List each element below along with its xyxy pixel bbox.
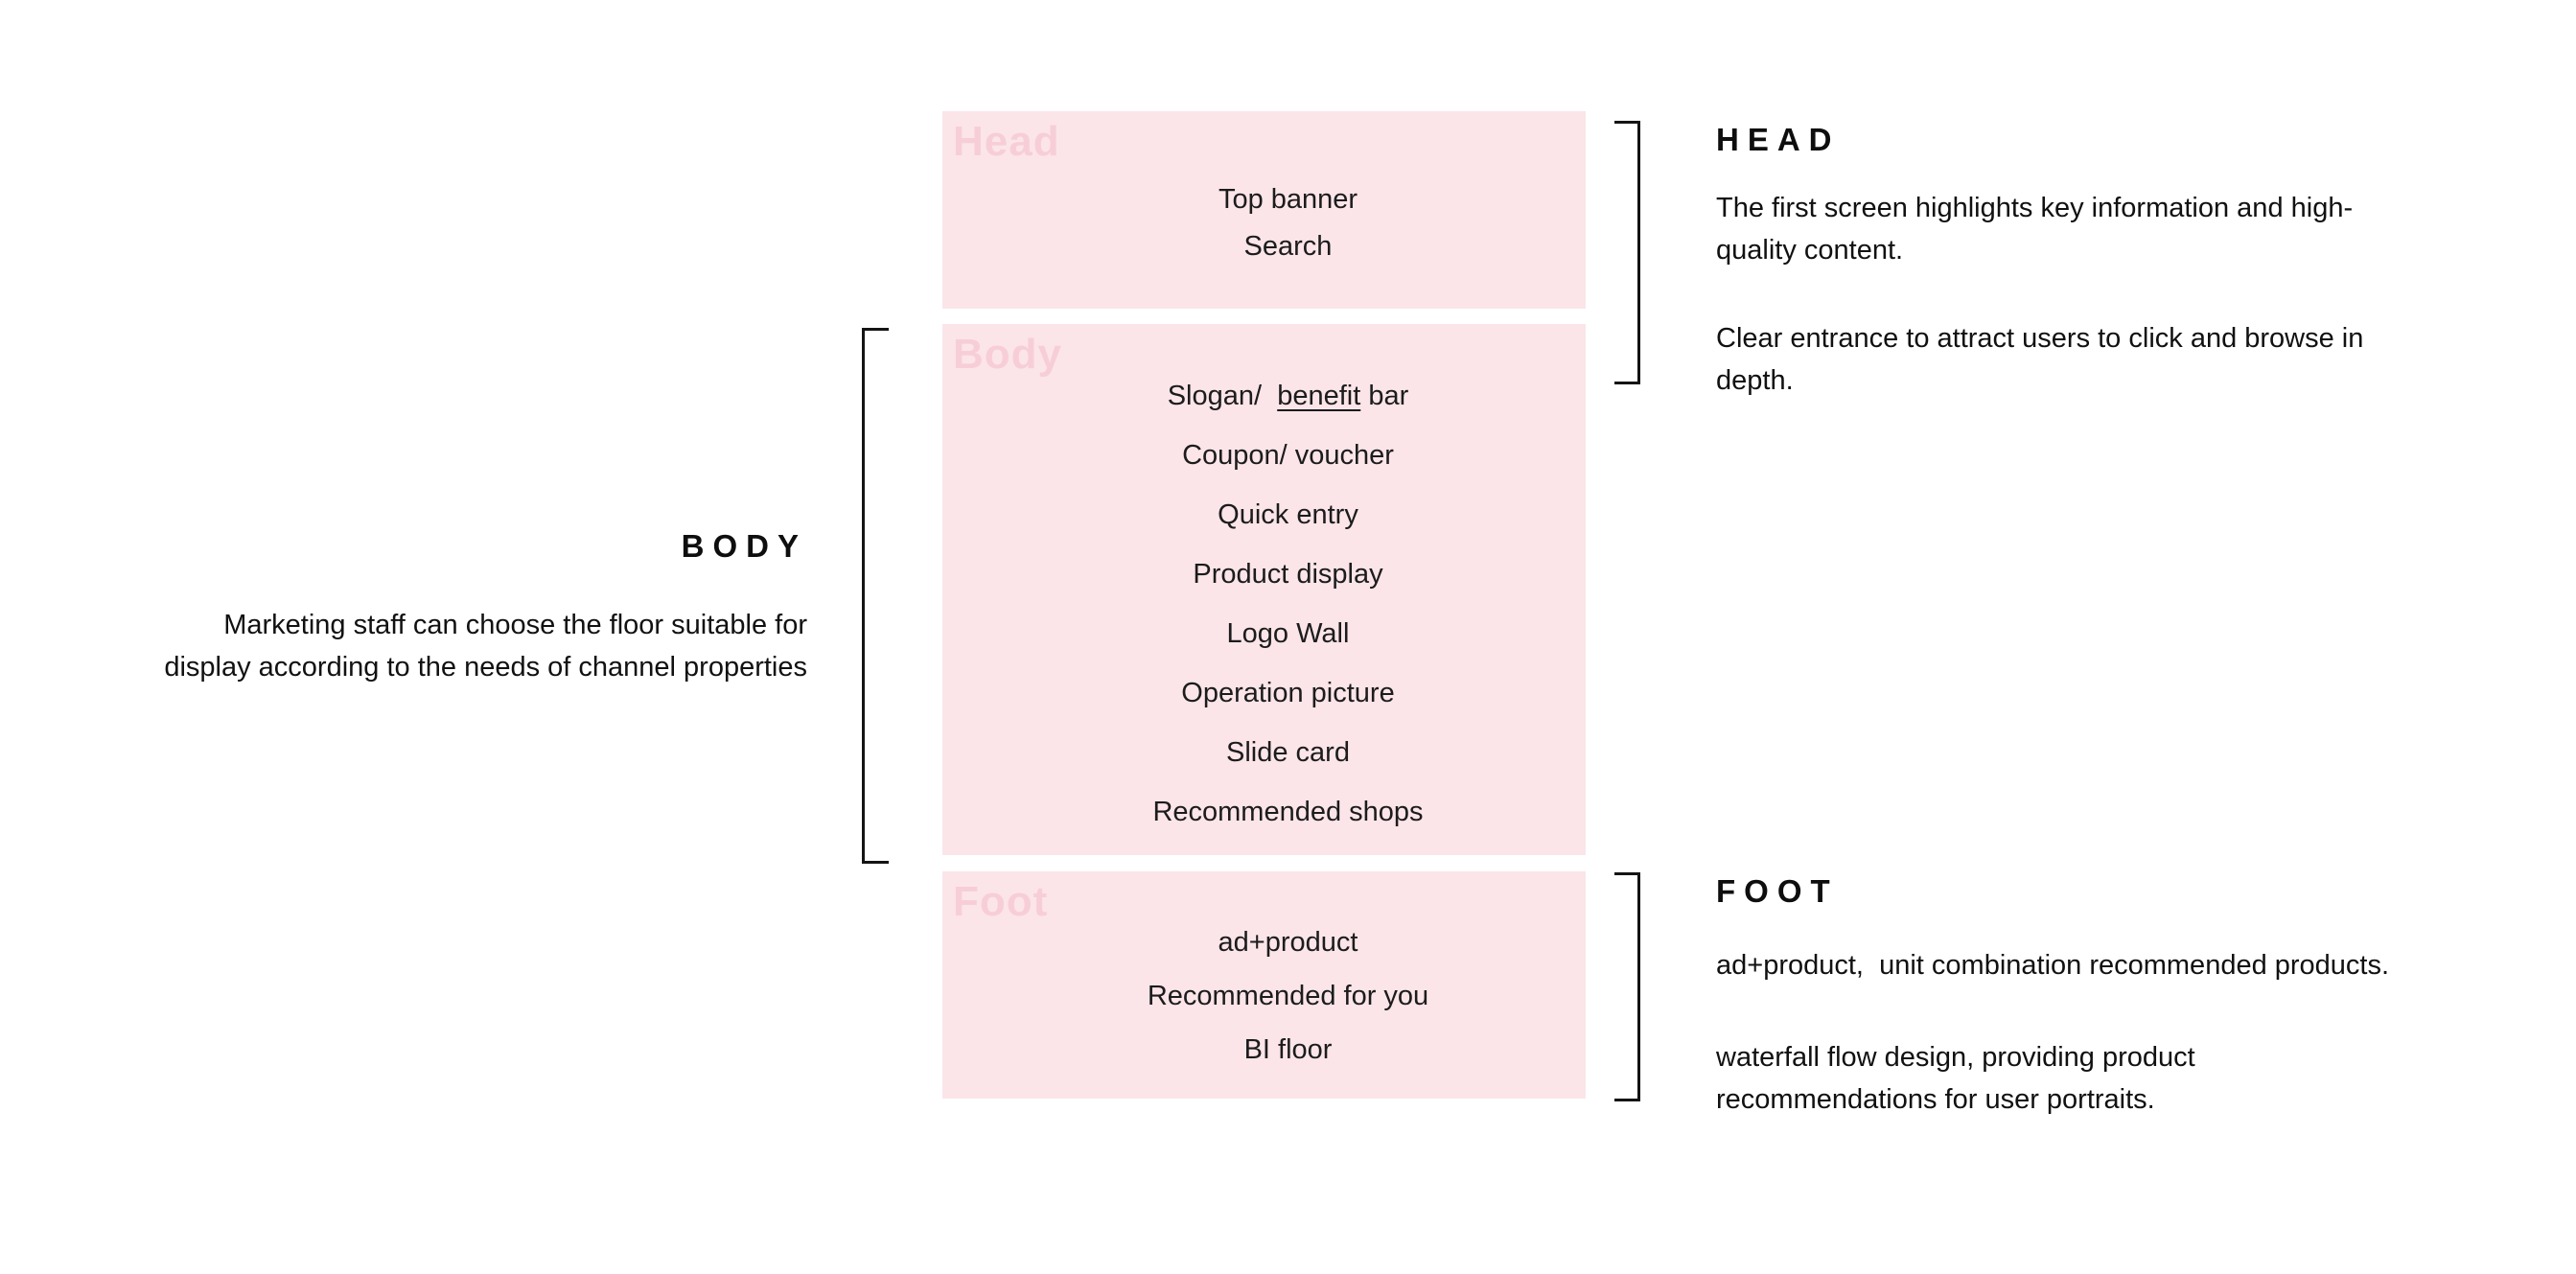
head-bracket bbox=[1614, 121, 1640, 384]
list-item: Coupon/ voucher bbox=[1182, 440, 1394, 471]
head-annotation-paragraph-2: Clear entrance to attract users to click… bbox=[1716, 323, 2364, 396]
foot-section-box: Foot bbox=[942, 871, 1586, 1099]
head-box-label: Head bbox=[953, 118, 1060, 165]
foot-box-label: Foot bbox=[953, 878, 1049, 925]
list-item: Slogan/ benefit bar bbox=[1167, 381, 1409, 411]
body-annotation-paragraph: Marketing staff can choose the floor sui… bbox=[164, 610, 807, 683]
body-annotation-title: BODY bbox=[681, 528, 807, 564]
foot-bracket bbox=[1614, 872, 1640, 1101]
foot-annotation-paragraph-1: ad+product, unit combination recommended… bbox=[1716, 950, 2390, 981]
list-item: Operation picture bbox=[1181, 678, 1395, 708]
list-item: Recommended shops bbox=[1152, 797, 1424, 827]
head-section-box: Head bbox=[942, 111, 1586, 309]
list-item: Logo Wall bbox=[1226, 618, 1350, 649]
head-annotation-title: HEAD bbox=[1716, 122, 1841, 157]
foot-annotation-paragraph-2: waterfall flow design, providing product… bbox=[1716, 1042, 2195, 1115]
body-box-label: Body bbox=[953, 331, 1062, 378]
body-bracket bbox=[862, 328, 889, 864]
list-item: Search bbox=[1243, 231, 1333, 262]
list-item: Quick entry bbox=[1218, 499, 1358, 530]
list-item: Top banner bbox=[1218, 184, 1358, 215]
list-item: ad+product bbox=[1218, 927, 1358, 958]
list-item: Slide card bbox=[1226, 737, 1350, 768]
body-section-box: Body bbox=[942, 324, 1586, 855]
foot-annotation-title: FOOT bbox=[1716, 873, 1839, 909]
list-item: Product display bbox=[1193, 559, 1383, 590]
list-item: BI floor bbox=[1243, 1034, 1333, 1065]
head-annotation-paragraph-1: The first screen highlights key informat… bbox=[1716, 193, 2354, 266]
list-item: Recommended for you bbox=[1147, 981, 1429, 1011]
